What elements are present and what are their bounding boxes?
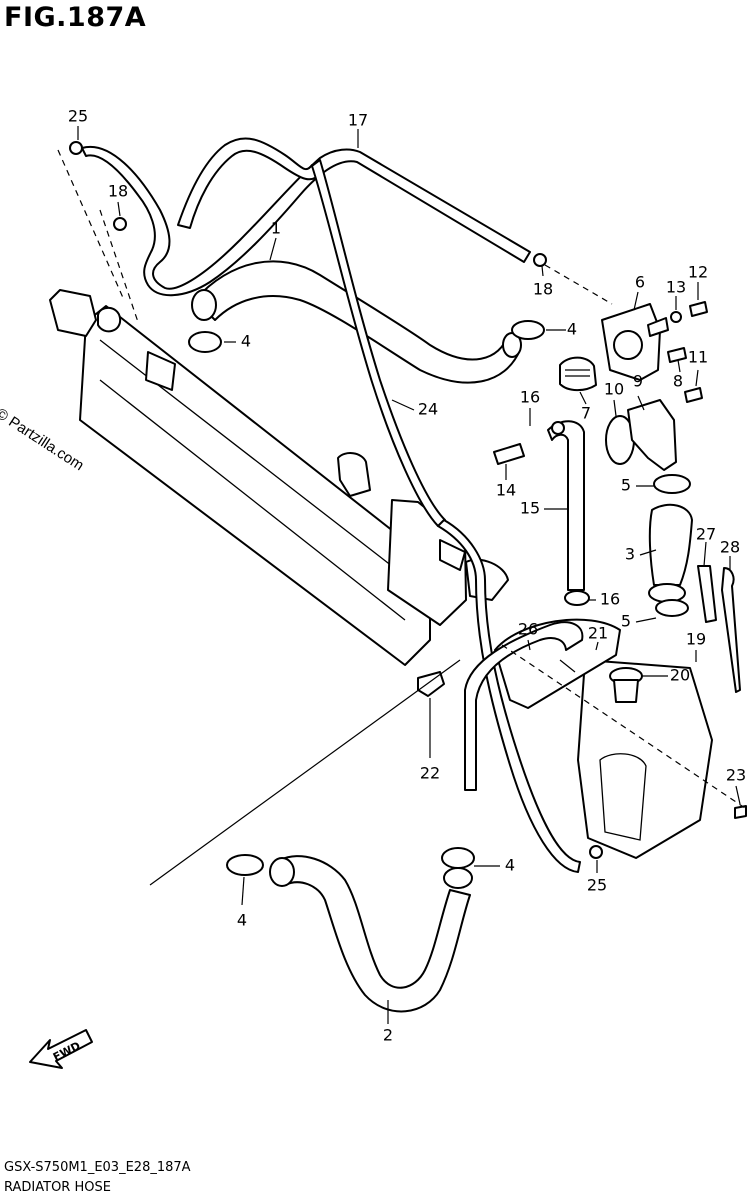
callout-26: 26 bbox=[518, 620, 538, 639]
callout-12: 12 bbox=[688, 263, 708, 282]
callout-28: 28 bbox=[720, 538, 740, 557]
callout-11: 11 bbox=[688, 348, 708, 367]
callout-4: 4 bbox=[237, 911, 247, 930]
callout-6: 6 bbox=[635, 273, 645, 292]
callout-25: 25 bbox=[587, 876, 607, 895]
callout-8: 8 bbox=[673, 372, 683, 391]
figure-code: GSX-S750M1_E03_E28_187A bbox=[4, 1160, 191, 1175]
hose-clamps bbox=[69, 141, 747, 876]
callout-20: 20 bbox=[670, 666, 690, 685]
hose-24 bbox=[311, 159, 581, 873]
callout-9: 9 bbox=[633, 372, 643, 391]
callout-7: 7 bbox=[581, 404, 591, 423]
callout-10: 10 bbox=[604, 380, 624, 399]
callout-27: 27 bbox=[696, 525, 716, 544]
figure-title: FIG.187A bbox=[4, 2, 147, 33]
figure-caption: RADIATOR HOSE bbox=[4, 1180, 111, 1195]
callout-4: 4 bbox=[241, 332, 251, 351]
callout-1: 1 bbox=[271, 219, 281, 238]
callout-4: 4 bbox=[505, 856, 515, 875]
callout-15: 15 bbox=[520, 499, 540, 518]
callout-23: 23 bbox=[726, 766, 746, 785]
callout-18: 18 bbox=[533, 280, 553, 299]
leader-lines bbox=[77, 126, 741, 1024]
callout-13: 13 bbox=[666, 278, 686, 297]
callout-17: 17 bbox=[348, 111, 368, 130]
callout-5: 5 bbox=[621, 476, 631, 495]
clip-22 bbox=[417, 671, 445, 697]
callout-22: 22 bbox=[420, 764, 440, 783]
callout-16: 16 bbox=[520, 388, 540, 407]
brackets bbox=[697, 565, 741, 693]
hose-26 bbox=[464, 621, 584, 791]
callout-19: 19 bbox=[686, 630, 706, 649]
callout-18: 18 bbox=[108, 182, 128, 201]
hose-2 bbox=[269, 855, 473, 1013]
callout-24: 24 bbox=[418, 400, 438, 419]
fwd-arrow: FWD bbox=[29, 1029, 93, 1069]
callout-4: 4 bbox=[567, 320, 577, 339]
callouts: 25 17 18 1 4 4 18 6 13 12 11 8 24 16 10 … bbox=[68, 107, 746, 1045]
callout-21: 21 bbox=[588, 624, 608, 643]
callout-14: 14 bbox=[496, 481, 516, 500]
reference-lines bbox=[57, 149, 746, 886]
callout-5: 5 bbox=[621, 612, 631, 631]
reservoir-tank bbox=[577, 659, 713, 859]
radiator bbox=[49, 289, 509, 666]
thermostat-assembly bbox=[559, 301, 708, 603]
hose-15 bbox=[493, 420, 590, 606]
callout-25: 25 bbox=[68, 107, 88, 126]
callout-2: 2 bbox=[383, 1026, 393, 1045]
callout-16: 16 bbox=[600, 590, 620, 609]
callout-3: 3 bbox=[625, 545, 635, 564]
